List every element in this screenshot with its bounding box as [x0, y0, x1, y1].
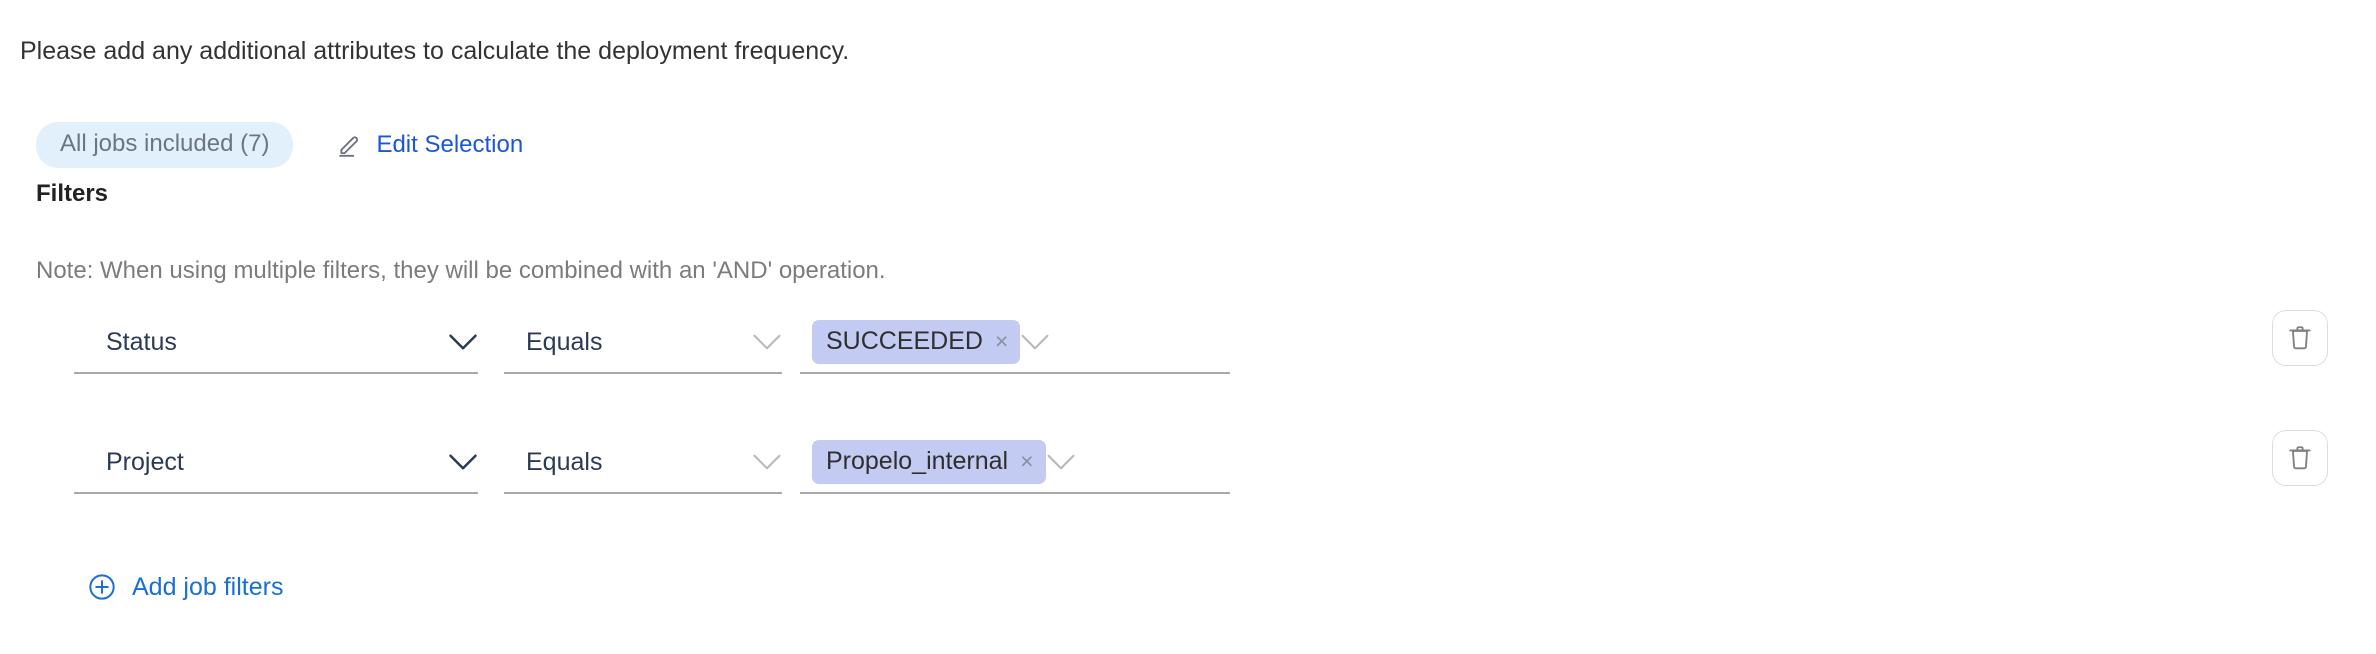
filter-attribute-select-0[interactable]: Status	[74, 312, 478, 374]
job-selection-row: All jobs included (7) Edit Selection	[36, 122, 523, 168]
filters-note: Note: When using multiple filters, they …	[36, 257, 886, 284]
chevron-down-icon	[448, 333, 478, 351]
filter-value-chip-0[interactable]: SUCCEEDED ×	[812, 320, 1021, 364]
delete-filter-button-1[interactable]	[2272, 430, 2328, 486]
pencil-icon	[337, 132, 363, 158]
chevron-down-icon	[752, 333, 782, 351]
filters-heading: Filters	[36, 180, 109, 207]
add-job-filters-button[interactable]: Add job filters	[88, 573, 283, 601]
filter-operator-value-0: Equals	[526, 328, 603, 356]
filter-value-chip-1[interactable]: Propelo_internal ×	[812, 440, 1046, 484]
trash-icon	[2287, 444, 2313, 472]
filter-value-select-0[interactable]: SUCCEEDED ×	[800, 312, 1230, 374]
chevron-down-icon	[1020, 333, 1076, 351]
filter-operator-select-0[interactable]: Equals	[504, 312, 782, 374]
filter-attribute-select-1[interactable]: Project	[74, 432, 478, 494]
trash-icon	[2287, 324, 2313, 352]
jobs-included-badge: All jobs included (7)	[36, 122, 294, 168]
page-instruction: Please add any additional attributes to …	[20, 37, 850, 65]
close-icon[interactable]: ×	[994, 327, 1009, 354]
filter-operator-select-1[interactable]: Equals	[504, 432, 782, 494]
chevron-down-icon	[448, 453, 478, 471]
add-job-filters-label: Add job filters	[132, 573, 284, 601]
filter-row-list: Status Equals SUCCEEDED	[0, 310, 2376, 552]
chevron-down-icon	[1046, 453, 1102, 471]
table-row: Status Equals SUCCEEDED	[0, 310, 2376, 432]
table-row: Project Equals Propelo_i	[0, 430, 2376, 552]
filter-attribute-value-0: Status	[106, 328, 177, 356]
filter-attribute-value-1: Project	[106, 448, 184, 476]
filter-operator-value-1: Equals	[526, 448, 603, 476]
filter-value-select-1[interactable]: Propelo_internal ×	[800, 432, 1230, 494]
edit-selection-button[interactable]: Edit Selection	[337, 132, 523, 158]
edit-selection-label: Edit Selection	[376, 131, 524, 158]
delete-filter-button-0[interactable]	[2272, 310, 2328, 366]
chevron-down-icon	[752, 453, 782, 471]
filter-value-chip-label-1: Propelo_internal	[826, 447, 1009, 475]
filter-value-chip-label-0: SUCCEEDED	[826, 327, 983, 355]
close-icon[interactable]: ×	[1020, 447, 1034, 474]
plus-circle-icon	[88, 573, 116, 601]
